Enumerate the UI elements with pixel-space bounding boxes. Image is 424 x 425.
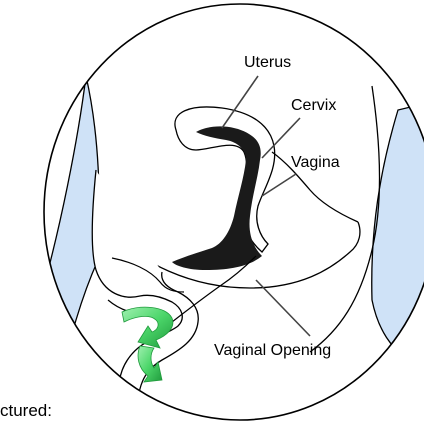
right-body-outline (310, 86, 380, 352)
vaginal-opening-leader-line (256, 280, 310, 336)
left-side-region (30, 76, 99, 380)
uterus-label: Uterus (244, 55, 291, 71)
right-side-region (372, 100, 424, 360)
vagina-label: Vagina (291, 155, 340, 171)
vaginal-opening-label: Vaginal Opening (214, 343, 331, 359)
cervix-label: Cervix (291, 98, 336, 114)
caption-fragment: ctured: (0, 402, 52, 419)
